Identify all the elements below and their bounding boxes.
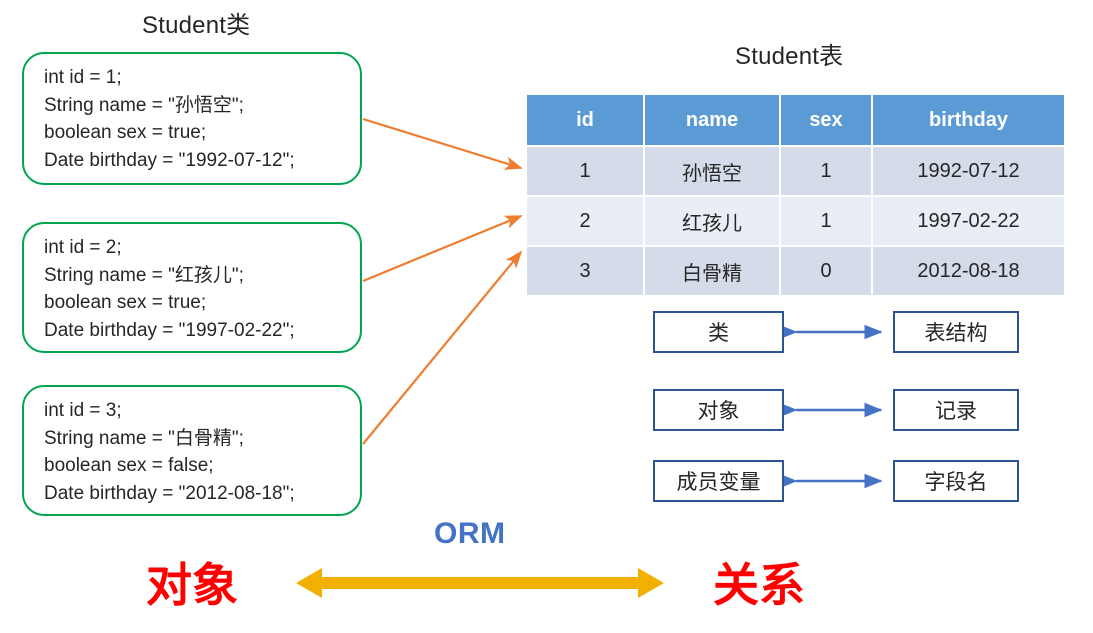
cell-sex: 0: [779, 245, 873, 297]
mapping-left-box: 类: [653, 311, 784, 353]
cell-sex: 1: [779, 145, 873, 197]
class-field-line: int id = 1;: [44, 67, 122, 88]
column-header-name: name: [643, 95, 781, 147]
class-field-line: Date birthday = "2012-08-18";: [44, 482, 295, 504]
table-row: 1 孙悟空 1 1992-07-12: [525, 145, 1066, 197]
table-header-row: id name sex birthday: [525, 95, 1066, 147]
connector-arrow-3: [362, 250, 523, 445]
column-header-id: id: [525, 95, 645, 147]
mapping-double-arrow: [784, 402, 883, 418]
class-field-line: int id = 3;: [44, 400, 122, 421]
cell-name: 孙悟空: [643, 145, 781, 197]
gold-arrow-shape: [296, 568, 664, 598]
class-field-line: String name = "白骨精";: [44, 427, 244, 449]
class-field-line: int id = 2;: [44, 237, 122, 258]
class-box-student-3: int id = 3; String name = "白骨精"; boolean…: [22, 385, 362, 516]
connector-arrow-2: [362, 214, 523, 283]
cell-sex: 1: [779, 195, 873, 247]
table-side-title: Student表: [735, 43, 844, 70]
cell-birthday: 1992-07-12: [871, 145, 1066, 197]
student-table: id name sex birthday 1 孙悟空 1 1992-07-12 …: [525, 95, 1066, 297]
cell-birthday: 1997-02-22: [871, 195, 1066, 247]
class-field-line: String name = "孙悟空";: [44, 94, 244, 116]
cell-name: 红孩儿: [643, 195, 781, 247]
mapping-right-box: 记录: [893, 389, 1019, 431]
table-row: 3 白骨精 0 2012-08-18: [525, 245, 1066, 297]
class-field-line: boolean sex = true;: [44, 122, 207, 143]
connector-arrow-1: [362, 117, 523, 170]
bottom-label-object: 对象: [146, 559, 238, 611]
cell-birthday: 2012-08-18: [871, 245, 1066, 297]
cell-id: 1: [525, 145, 645, 197]
mapping-right-box: 字段名: [893, 460, 1019, 502]
mapping-right-box: 表结构: [893, 311, 1019, 353]
column-header-sex: sex: [779, 95, 873, 147]
class-field-line: String name = "红孩儿";: [44, 264, 244, 286]
class-box-student-1: int id = 1; String name = "孙悟空"; boolean…: [22, 52, 362, 185]
mapping-left-box: 对象: [653, 389, 784, 431]
class-field-line: boolean sex = false;: [44, 455, 214, 476]
column-header-birthday: birthday: [871, 95, 1066, 147]
class-side-title: Student类: [142, 12, 251, 39]
class-box-student-2: int id = 2; String name = "红孩儿"; boolean…: [22, 222, 362, 353]
class-field-line: Date birthday = "1992-07-12";: [44, 149, 295, 171]
cell-name: 白骨精: [643, 245, 781, 297]
mapping-double-arrow: [784, 473, 883, 489]
orm-label: ORM: [434, 517, 506, 550]
table-row: 2 红孩儿 1 1997-02-22: [525, 195, 1066, 247]
class-field-line: Date birthday = "1997-02-22";: [44, 319, 295, 341]
cell-id: 2: [525, 195, 645, 247]
cell-id: 3: [525, 245, 645, 297]
mapping-left-box: 成员变量: [653, 460, 784, 502]
class-field-line: boolean sex = true;: [44, 292, 207, 313]
mapping-double-arrow: [784, 324, 883, 340]
bottom-label-relation: 关系: [713, 559, 805, 611]
